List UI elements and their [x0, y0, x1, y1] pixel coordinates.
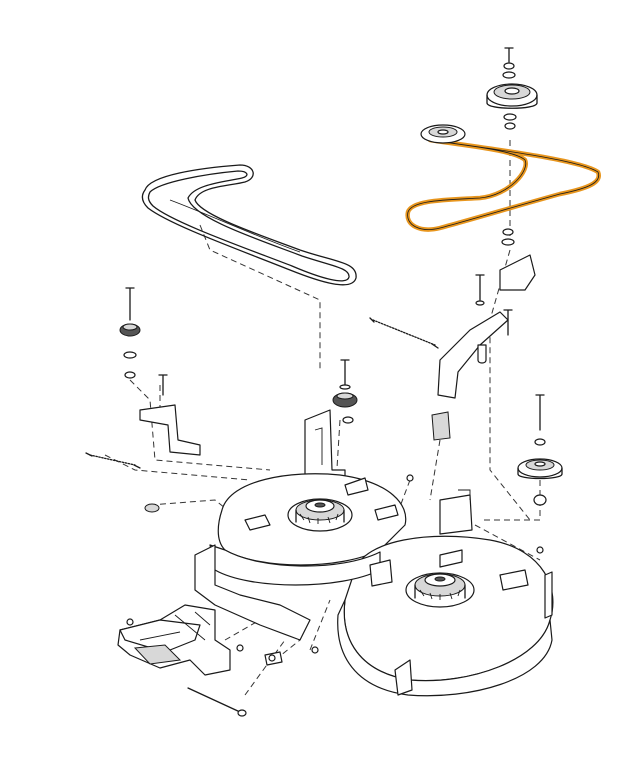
- spacer-block: [431, 411, 451, 441]
- washer-left: [144, 503, 160, 513]
- idler-arm-assembly: [431, 254, 536, 441]
- idler-pulley-left: [420, 124, 466, 144]
- idler-arm: [437, 311, 509, 399]
- highlighted-belt: [405, 137, 601, 232]
- right-spindle-pulley: [405, 572, 475, 608]
- deck-bracket-right: [439, 494, 473, 535]
- hanger-pin: [187, 687, 247, 717]
- upper-pulley-stack: [486, 47, 538, 130]
- hanger-bracket: [117, 604, 244, 676]
- idler-pulley-center: [332, 359, 358, 424]
- left-spindle-pulley: [287, 498, 353, 532]
- idler-pulley-right: [517, 394, 563, 506]
- deck-drive-belt: [141, 164, 357, 286]
- washers: [501, 228, 515, 246]
- springs: [85, 317, 439, 469]
- bolts: [264, 651, 283, 666]
- small-bracket: [499, 254, 536, 291]
- left-bolt-pulley: [119, 287, 168, 396]
- bracket-left: [139, 404, 201, 456]
- deck-housing: [194, 409, 554, 697]
